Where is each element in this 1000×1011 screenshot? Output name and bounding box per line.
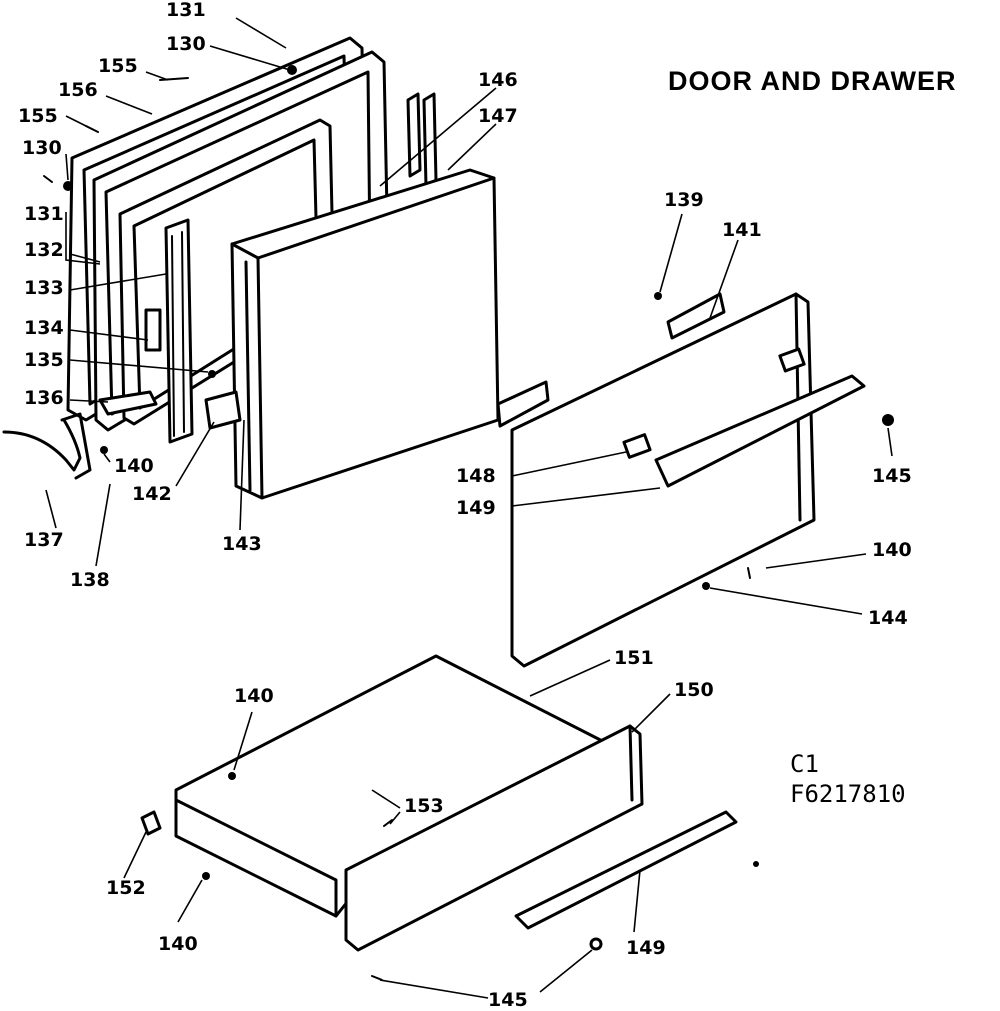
drawer-hinge-bracket-left xyxy=(496,380,550,428)
drawer-screw-140-bottom xyxy=(202,872,210,880)
drawer-screw-139 xyxy=(654,292,662,300)
drawer-screw-140-top xyxy=(228,772,236,780)
door-handle xyxy=(2,418,82,472)
part-label-152: 152 xyxy=(106,877,146,899)
drawer-small-part xyxy=(753,861,759,867)
part-label-150: 150 xyxy=(674,679,714,701)
drawer-handle-standoff-right xyxy=(778,347,806,373)
part-label-140-drawer-top: 140 xyxy=(234,685,274,707)
part-label-140-drawer-bottom: 140 xyxy=(158,933,198,955)
door-screw-135 xyxy=(208,370,216,378)
drawer-screw-145-right xyxy=(589,937,603,951)
part-label-140-panel: 140 xyxy=(872,539,912,561)
drawer-glide xyxy=(514,810,738,930)
door-latch-part xyxy=(144,308,162,352)
part-label-134: 134 xyxy=(24,317,64,339)
part-label-148: 148 xyxy=(456,465,496,487)
diagram-title: DOOR AND DRAWER xyxy=(668,66,957,96)
part-label-155-top: 155 xyxy=(98,55,138,77)
part-label-138: 138 xyxy=(70,569,110,591)
part-label-131-left: 131 xyxy=(24,203,64,225)
part-label-141: 141 xyxy=(722,219,762,241)
door-pin-part xyxy=(63,181,73,191)
part-label-145-bottom: 145 xyxy=(488,989,528,1011)
door-screw-small xyxy=(43,175,53,183)
part-label-130-left: 130 xyxy=(22,137,62,159)
door-front-panel-side-edge xyxy=(256,256,264,500)
part-label-153: 153 xyxy=(404,795,444,817)
drawer-bumper-152 xyxy=(140,810,162,836)
part-label-143: 143 xyxy=(222,533,262,555)
door-clip-part-2 xyxy=(85,125,99,133)
part-label-146: 146 xyxy=(478,69,518,91)
part-label-135: 135 xyxy=(24,349,64,371)
drawer-front-panel xyxy=(510,292,816,668)
drawer-screw-140 xyxy=(747,567,751,579)
door-front-panel-inner-edge xyxy=(244,260,252,492)
drawer-screw-153 xyxy=(383,819,393,827)
part-label-140-door: 140 xyxy=(114,455,154,477)
part-label-155-left: 155 xyxy=(18,105,58,127)
part-label-147: 147 xyxy=(478,105,518,127)
door-handle-mount xyxy=(60,412,92,480)
drawer-handle-standoff-148 xyxy=(622,433,652,459)
part-label-136: 136 xyxy=(24,387,64,409)
door-hinge-channel xyxy=(164,218,194,444)
part-label-132: 132 xyxy=(24,239,64,261)
part-label-156: 156 xyxy=(58,79,98,101)
catalog-code-line1: C1 xyxy=(790,750,819,778)
oven-door-assembly xyxy=(2,36,500,500)
door-hinge-bracket-142 xyxy=(204,390,242,430)
drawer-box-assembly xyxy=(140,654,759,981)
part-label-149-upper: 149 xyxy=(456,497,496,519)
part-label-149-lower: 149 xyxy=(626,937,666,959)
part-label-145-right: 145 xyxy=(872,465,912,487)
drawer-front-edge xyxy=(628,724,634,802)
door-hinge-channel-detail xyxy=(171,231,185,437)
part-label-142: 142 xyxy=(132,483,172,505)
catalog-code-line2: F6217810 xyxy=(790,780,906,808)
door-hinge-clip-left xyxy=(406,92,422,178)
drawer-box-front-edge xyxy=(174,798,338,918)
part-labels: 131 130 155 156 155 130 131 132 133 134 … xyxy=(18,0,912,1011)
part-label-131-top: 131 xyxy=(166,0,206,21)
part-label-137: 137 xyxy=(24,529,64,551)
leader-lines xyxy=(45,17,893,999)
drawer-screw-144 xyxy=(702,582,710,590)
door-screw-part xyxy=(287,65,297,75)
part-label-130-top: 130 xyxy=(166,33,206,55)
door-bracket-part xyxy=(98,390,158,416)
drawer-knob-145 xyxy=(882,414,894,426)
door-clip-part xyxy=(159,77,189,81)
drawer-hinge-bracket-141 xyxy=(666,292,726,340)
door-handle-screw xyxy=(100,446,108,454)
drawer-front-handle-bar xyxy=(654,374,866,488)
part-label-151: 151 xyxy=(614,647,654,669)
part-label-133: 133 xyxy=(24,277,64,299)
part-label-144: 144 xyxy=(868,607,908,629)
drawer-front-panel-assembly xyxy=(496,292,894,668)
part-label-139: 139 xyxy=(664,189,704,211)
